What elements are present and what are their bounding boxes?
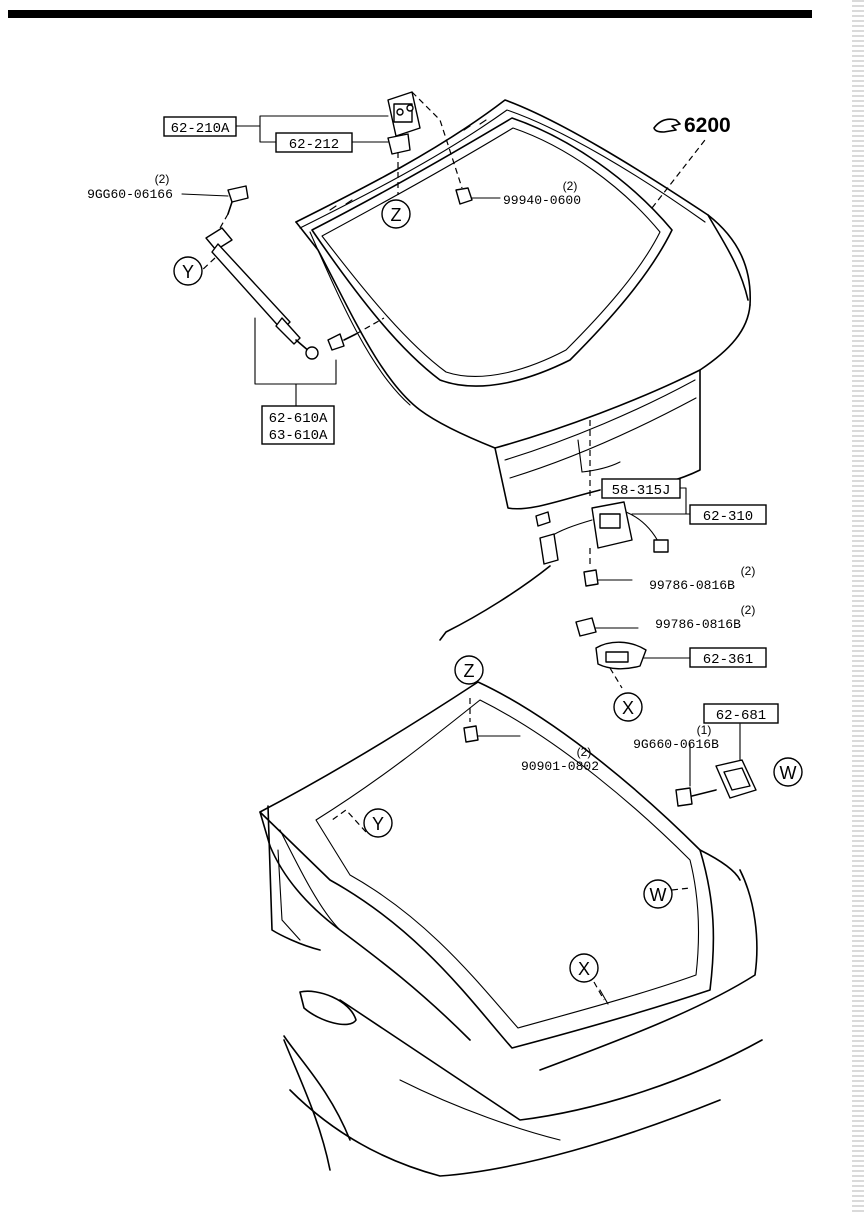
hand-pointer-icon [653, 118, 681, 133]
liftgate-drawing [295, 99, 751, 510]
strut-bolt-upper [181, 185, 249, 229]
ref-letter: Z [391, 205, 402, 225]
fastener-9GG60-06166: (2) 9GG60-06166 [87, 172, 173, 202]
fastener-99786-0816B-latch: (2) 99786-0816B [649, 564, 755, 593]
fastener-code: 9GG60-06166 [87, 187, 173, 202]
quantity: (2) [155, 172, 170, 186]
part-label: 63-610A [269, 428, 328, 444]
car-body-drawing [259, 681, 763, 1177]
section-ref-number: 6200 [684, 114, 731, 137]
part-box-62-681: 62-681 [703, 703, 779, 724]
ref-circle-w-upper: W [773, 757, 803, 787]
part-box-62-310: 62-310 [689, 504, 767, 525]
ref-letter: X [622, 698, 634, 718]
section-reference: 6200 [653, 114, 731, 137]
fastener-90901-0802: (2) 90901-0802 [521, 745, 599, 774]
ref-circle-z-upper: Z [381, 199, 411, 229]
ref-letter: Y [182, 262, 194, 282]
striker-drawing [575, 617, 647, 689]
ref-circle-y-upper: Y [173, 256, 203, 286]
fastener-code: 99786-0816B [655, 617, 741, 632]
callout-lines [235, 115, 741, 761]
part-label: 62-361 [703, 652, 753, 668]
bumper-drawing [675, 743, 757, 807]
part-box-62-610A: 62-610A 63-610A [261, 405, 335, 445]
ref-circle-x-upper: X [613, 692, 643, 722]
latch-drawing [439, 420, 669, 641]
ref-circle-w-lower: W [643, 879, 673, 909]
fastener-99940-0600: (2) 99940-0600 [503, 179, 581, 208]
fastener-code: 99940-0600 [503, 193, 581, 208]
part-label: 62-610A [269, 411, 328, 427]
fastener-code: 90901-0802 [521, 759, 599, 774]
part-label: 62-212 [289, 137, 339, 153]
ref-circle-x-lower: X [569, 953, 599, 983]
part-box-62-210A: 62-210A [163, 116, 237, 137]
top-rule [8, 10, 812, 18]
quantity: (2) [741, 564, 756, 578]
fastener-9G660-0616B: (1) 9G660-0616B [633, 723, 719, 752]
quantity: (1) [697, 723, 712, 737]
fastener-99786-0816B-striker: (2) 99786-0816B [655, 603, 755, 632]
part-label: 62-310 [703, 509, 753, 525]
fastener-code: 9G660-0616B [633, 737, 719, 752]
quantity: (2) [563, 179, 578, 193]
part-box-62-212: 62-212 [275, 132, 353, 153]
ref-letter: Y [372, 814, 384, 834]
latch-bolt [583, 569, 633, 587]
ref-letter: X [578, 959, 590, 979]
fastener-code: 99786-0816B [649, 578, 735, 593]
ref-letter: W [780, 763, 797, 783]
scan-edge [852, 0, 864, 1214]
hinge-drawing [387, 91, 463, 195]
ref-letter: Z [464, 661, 475, 681]
quantity: (2) [577, 745, 592, 759]
strut-bolt-lower [327, 317, 385, 351]
body-nut [463, 725, 521, 743]
part-box-58-315J: 58-315J [601, 478, 681, 499]
quantity: (2) [741, 603, 756, 617]
ref-circle-z-lower: Z [454, 655, 484, 685]
hinge-nut [455, 187, 501, 205]
part-box-62-361: 62-361 [689, 647, 767, 668]
ref-letter: W [650, 885, 667, 905]
part-label: 62-210A [171, 121, 230, 137]
gas-strut-drawing [199, 227, 319, 360]
ref-circle-y-lower: Y [363, 808, 393, 838]
part-label: 62-681 [716, 708, 766, 724]
part-label: 58-315J [612, 483, 671, 499]
